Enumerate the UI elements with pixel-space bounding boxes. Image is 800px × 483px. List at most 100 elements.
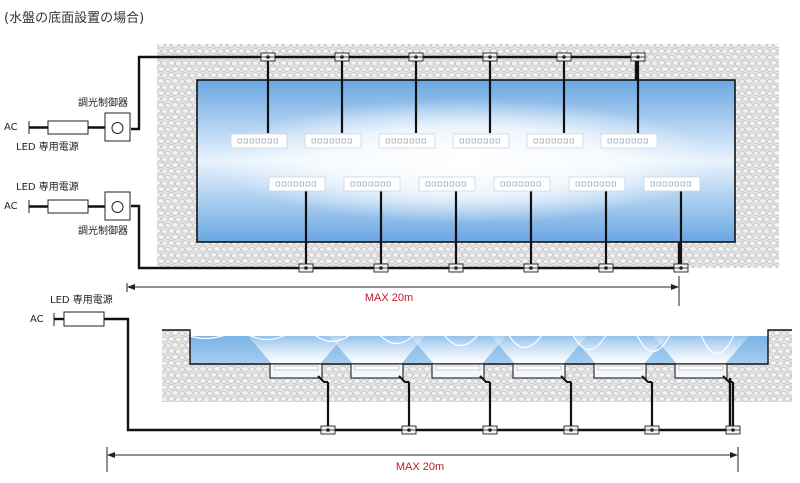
diagram-title: (水盤の底面設置の場合) <box>4 10 144 26</box>
led-fixture-bottom-3 <box>418 176 476 192</box>
section-bus-wire <box>104 317 732 432</box>
light-beam <box>329 336 425 364</box>
led-chip <box>431 181 436 187</box>
led-chip <box>599 181 604 187</box>
led-fixture-top-4 <box>452 133 510 149</box>
bottom-junctions <box>298 263 689 273</box>
led-fixture-top-6 <box>600 133 658 149</box>
led-chip <box>329 138 334 144</box>
led-fixture-body <box>493 176 551 192</box>
junction-section-1 <box>320 425 336 435</box>
power-supply-section <box>63 311 105 327</box>
led-chip <box>437 181 442 187</box>
dim2-max-label: MAX 20m <box>396 461 444 473</box>
led-chip <box>506 181 511 187</box>
led-chip <box>581 181 586 187</box>
dimension-line-section: MAX 20m <box>106 447 739 473</box>
led-chip <box>356 181 361 187</box>
dimmer-knob-upper <box>111 122 124 134</box>
junction-node <box>650 428 654 432</box>
led-chip <box>563 138 568 144</box>
led-chip <box>524 181 529 187</box>
led-chip <box>461 181 466 187</box>
led-chip <box>637 138 642 144</box>
junction-bottom-2 <box>373 263 389 273</box>
led-fixture-bottom-5 <box>568 176 626 192</box>
junction-node <box>326 428 330 432</box>
pool-light-glow <box>216 99 716 223</box>
led-chip <box>350 181 355 187</box>
fixture-lens <box>516 365 562 371</box>
dim1-arrow-left <box>127 284 135 290</box>
led-chip <box>341 138 346 144</box>
junction-bottom-3 <box>448 263 464 273</box>
water-surface <box>189 317 769 355</box>
led-chip <box>237 138 242 144</box>
led-chip <box>613 138 618 144</box>
led-chip <box>249 138 254 144</box>
section-fixture-2 <box>350 363 409 383</box>
junction-node <box>407 428 411 432</box>
fixture-lens <box>435 365 481 371</box>
junction-node <box>304 266 308 270</box>
lower-equipment: LED 専用電源 AC 調光制御器 <box>4 180 131 237</box>
led-chip <box>287 181 292 187</box>
upper-equipment: 調光制御器 AC LED 専用電源 <box>4 96 131 153</box>
led-chip <box>575 181 580 187</box>
junction-section-5 <box>644 425 660 435</box>
led-chip <box>530 181 535 187</box>
dim1-arrow-right <box>671 284 679 290</box>
junction-node <box>488 55 492 59</box>
led-chip <box>311 138 316 144</box>
led-chip <box>607 138 612 144</box>
section-equipment: LED 専用電源 AC <box>30 293 113 327</box>
top-junctions <box>260 52 646 62</box>
junction-node <box>266 55 270 59</box>
led-chip <box>656 181 661 187</box>
fixture-lead <box>641 375 652 383</box>
led-fixture-bottom-1 <box>268 176 326 192</box>
led-chip <box>536 181 541 187</box>
led-chip <box>443 181 448 187</box>
psu-label-section: LED 専用電源 <box>50 293 113 306</box>
led-chip <box>680 181 685 187</box>
led-chip <box>500 181 505 187</box>
junction-section-4 <box>563 425 579 435</box>
led-fixture-body <box>643 176 701 192</box>
fixture-lead <box>398 375 409 383</box>
section-fixture-4 <box>512 363 571 383</box>
bottom-drop-wires <box>304 190 683 268</box>
junction-node <box>529 266 533 270</box>
led-chip <box>643 138 648 144</box>
led-fixture-bottom-2 <box>343 176 401 192</box>
led-chip <box>374 181 379 187</box>
led-fixture-body <box>378 133 436 149</box>
section-fixture-5 <box>593 363 652 383</box>
led-chip <box>425 181 430 187</box>
light-beam <box>248 336 344 364</box>
led-chip <box>483 138 488 144</box>
led-fixture-top-1 <box>230 133 288 149</box>
dimmer-label-lower: 調光制御器 <box>78 224 128 237</box>
led-chip <box>380 181 385 187</box>
section-fixture-1 <box>269 363 328 383</box>
led-chip <box>605 181 610 187</box>
junction-section-6 <box>725 425 741 435</box>
junction-section-3 <box>482 425 498 435</box>
led-chip <box>489 138 494 144</box>
light-beam <box>572 336 668 364</box>
led-fixture-bottom-6 <box>643 176 701 192</box>
dim1-max-label: MAX 20m <box>365 292 413 304</box>
led-chip <box>593 181 598 187</box>
led-fixture-top-3 <box>378 133 436 149</box>
junction-top-4 <box>482 52 498 62</box>
junction-bottom-1 <box>298 263 314 273</box>
ac-label-upper: AC <box>4 122 18 133</box>
fixture-lens <box>273 365 319 371</box>
dimmer-knob-lower <box>111 201 124 213</box>
dimmer-box-lower <box>104 191 131 221</box>
led-chip <box>275 181 280 187</box>
section-junctions <box>320 382 741 435</box>
led-chip <box>686 181 691 187</box>
bottom-bus-wire <box>131 204 681 270</box>
